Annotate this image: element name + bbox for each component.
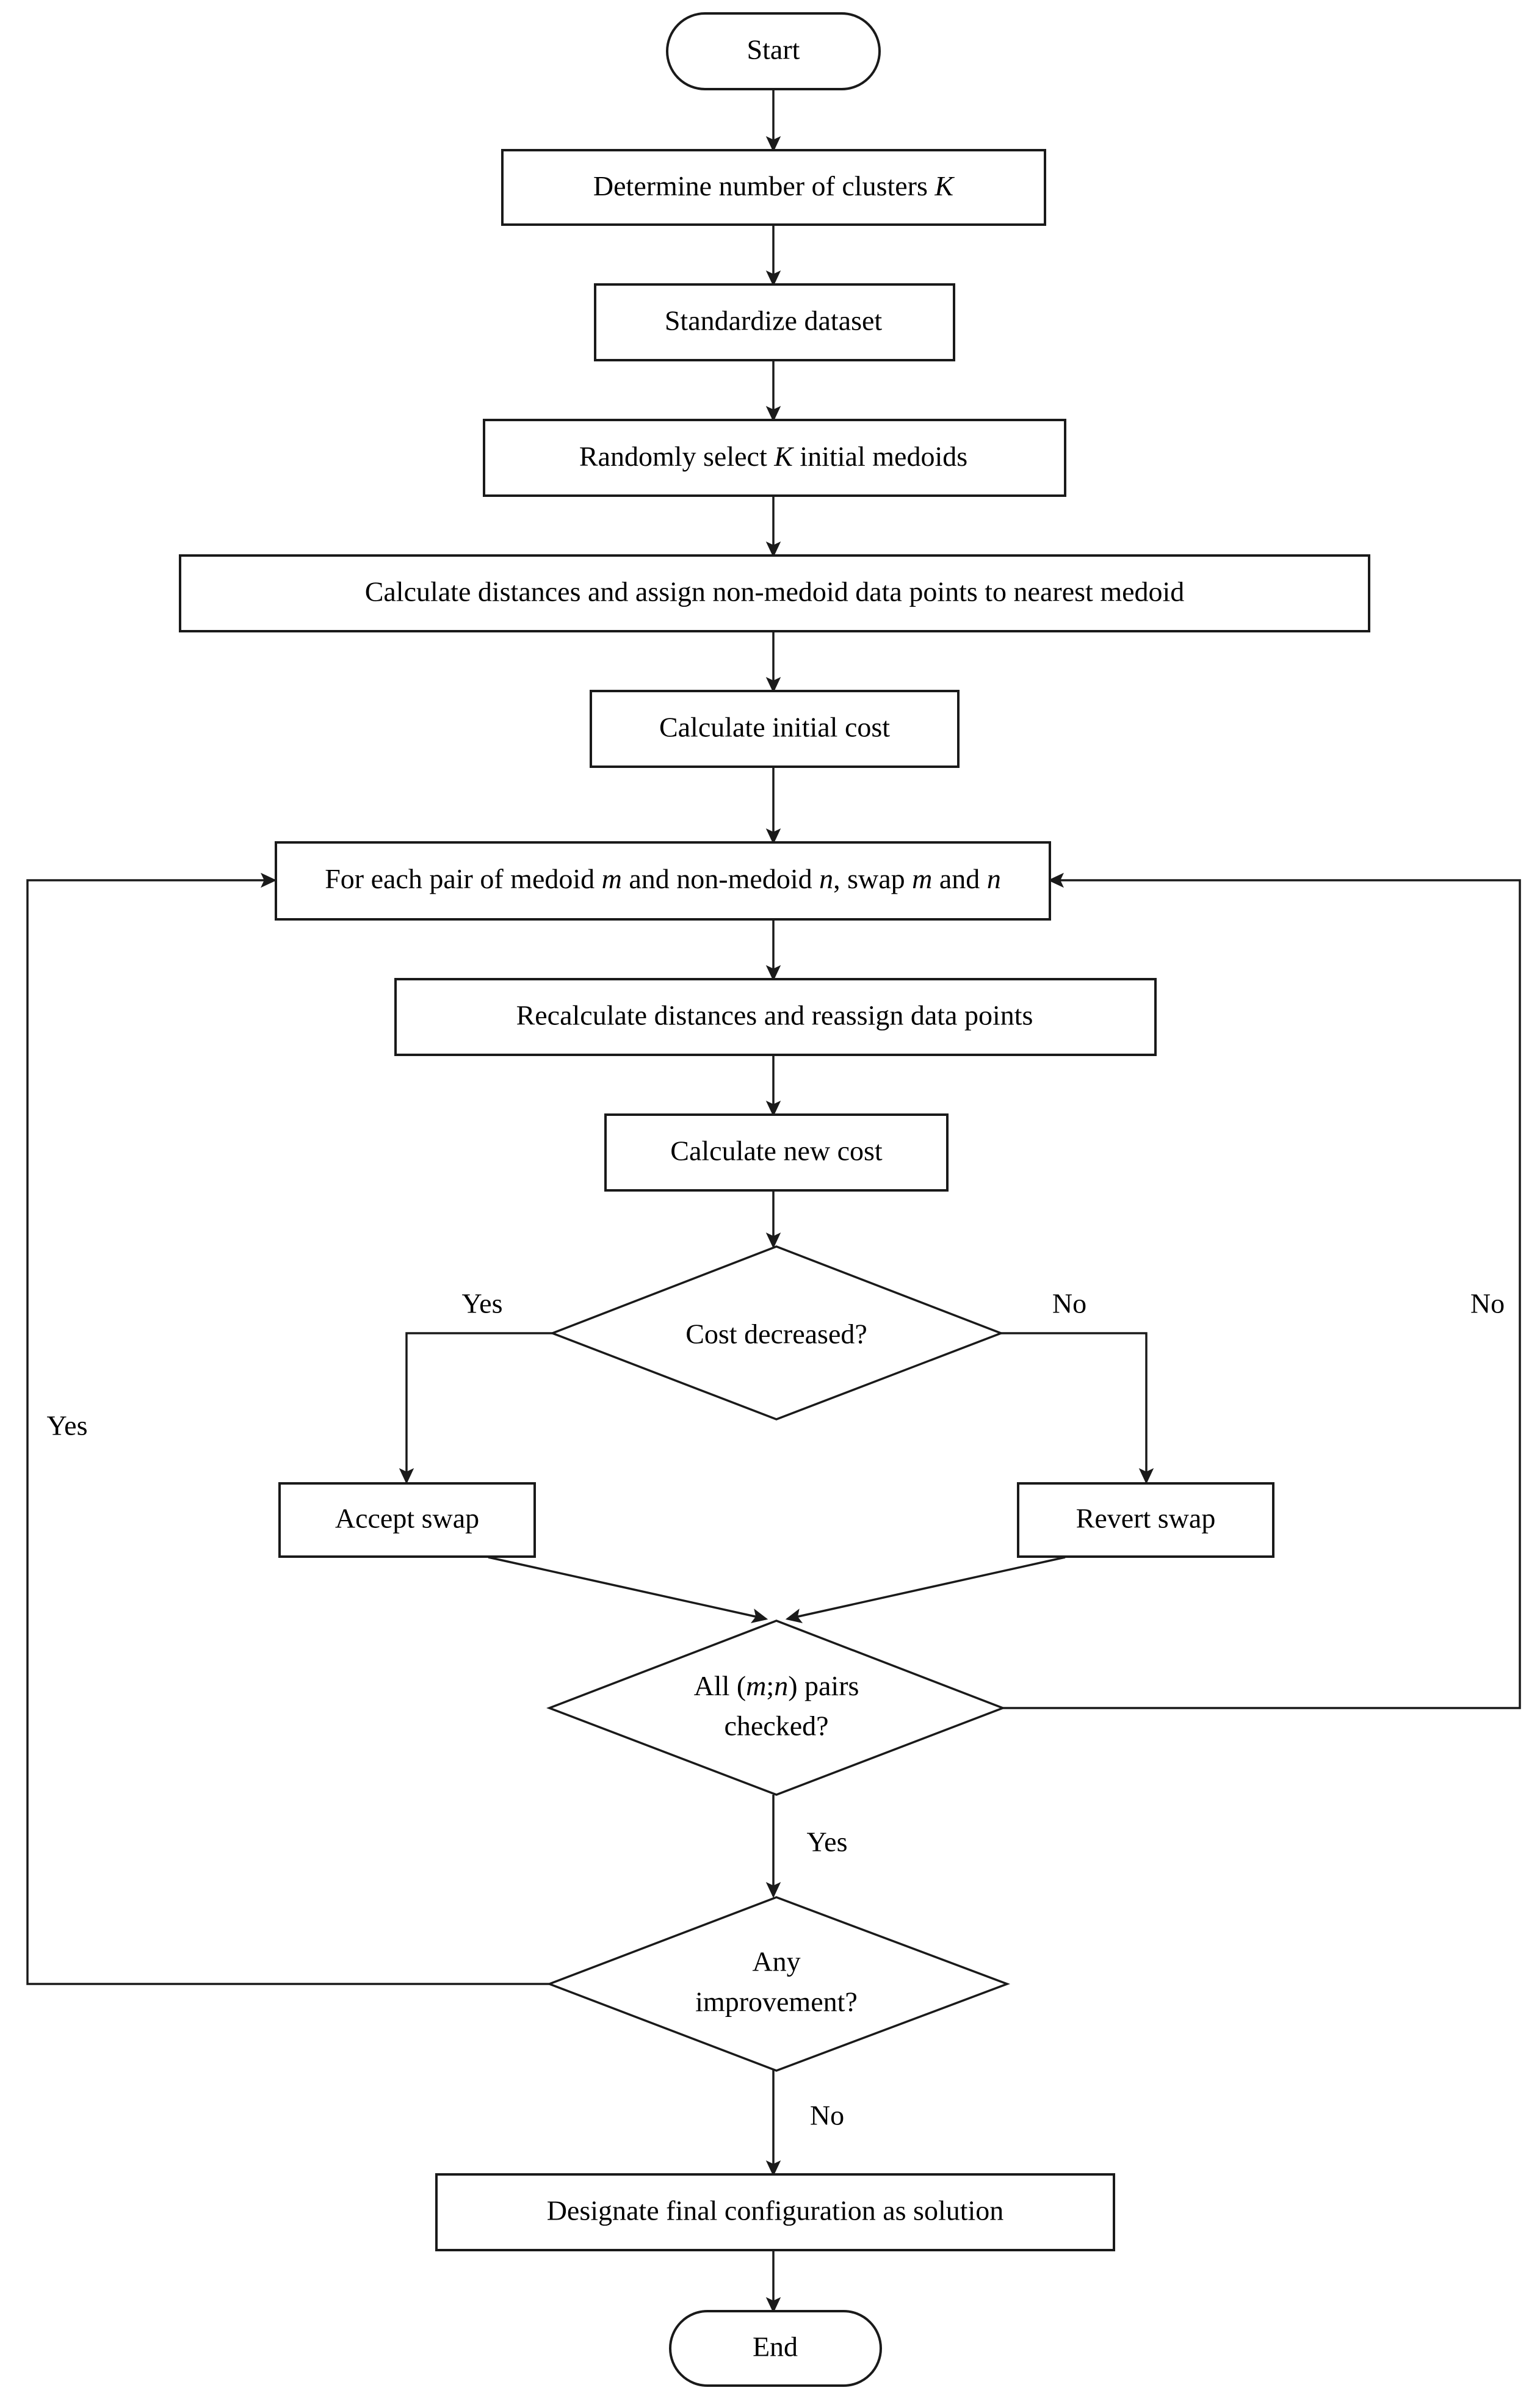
edge-any-improvement-yes-to-for-each xyxy=(26,872,549,1985)
node-for-each-pair[interactable]: For each pair of medoid m and non-medoid… xyxy=(275,841,1051,921)
start-shape xyxy=(666,12,881,90)
node-accept-swap[interactable]: Accept swap xyxy=(278,1482,536,1558)
all-pairs-checked-label-line1: All (m;n) pairs xyxy=(694,1670,859,1701)
node-designate-solution[interactable]: Designate final configuration as solutio… xyxy=(435,2173,1115,2251)
node-standardize[interactable]: Standardize dataset xyxy=(594,283,955,361)
edge-accept-swap-to-all-pairs xyxy=(488,1556,768,1623)
node-calc-initial-cost[interactable]: Calculate initial cost xyxy=(590,690,960,768)
accept-swap-shape xyxy=(278,1482,536,1558)
recalculate-label: Recalculate distances and reassign data … xyxy=(516,1000,1033,1031)
connectors xyxy=(26,89,1521,2314)
cost-decreased-shape xyxy=(549,1245,1004,1421)
calc-new-cost-shape xyxy=(604,1113,949,1192)
node-any-improvement[interactable]: Any improvement? xyxy=(546,1896,1010,2072)
determine-k-label: Determine number of clusters K xyxy=(593,170,955,201)
standardize-shape xyxy=(594,283,955,361)
any-improvement-label-line1: Any xyxy=(752,1946,800,1977)
node-calc-distances[interactable]: Calculate distances and assign non-medoi… xyxy=(179,554,1370,632)
recalculate-shape xyxy=(394,978,1157,1056)
end-label: End xyxy=(753,2331,798,2362)
designate-solution-shape xyxy=(435,2173,1115,2251)
edge-labels: Yes No No Yes Yes No xyxy=(47,1288,1505,2131)
revert-swap-shape xyxy=(1017,1482,1274,1558)
edge-all-pairs-no-to-for-each xyxy=(1003,872,1521,1709)
for-each-pair-shape xyxy=(275,841,1051,921)
select-medoids-label: Randomly select K initial medoids xyxy=(579,441,967,472)
edge-label-cost-decreased-no: No xyxy=(1052,1288,1086,1319)
all-pairs-checked-label-line2: checked? xyxy=(724,1710,828,1742)
accept-swap-label: Accept swap xyxy=(335,1503,479,1534)
revert-swap-label: Revert swap xyxy=(1076,1503,1216,1534)
edge-label-any-improvement-no: No xyxy=(810,2100,844,2131)
calc-distances-shape xyxy=(179,554,1370,632)
cost-decreased-label: Cost decreased? xyxy=(685,1319,867,1350)
start-label: Start xyxy=(747,34,800,65)
node-start[interactable]: Start xyxy=(666,12,881,90)
edge-label-all-pairs-yes: Yes xyxy=(807,1826,848,1858)
for-each-pair-label: For each pair of medoid m and non-medoid… xyxy=(325,863,1001,894)
edge-cost-decreased-yes-to-accept-swap xyxy=(399,1332,552,1485)
calc-distances-label: Calculate distances and assign non-medoi… xyxy=(365,576,1185,607)
determine-k-shape xyxy=(501,149,1046,226)
designate-solution-label: Designate final configuration as solutio… xyxy=(547,2195,1004,2226)
node-cost-decreased[interactable]: Cost decreased? xyxy=(549,1245,1004,1421)
edge-label-all-pairs-no: No xyxy=(1470,1288,1505,1319)
any-improvement-label-line2: improvement? xyxy=(695,1986,858,2018)
edge-label-any-improvement-yes: Yes xyxy=(47,1410,88,1441)
calc-new-cost-label: Calculate new cost xyxy=(670,1135,883,1167)
all-pairs-checked-shape xyxy=(546,1620,1006,1796)
end-shape xyxy=(669,2310,882,2387)
node-calc-new-cost[interactable]: Calculate new cost xyxy=(604,1113,949,1192)
node-recalculate[interactable]: Recalculate distances and reassign data … xyxy=(394,978,1157,1056)
node-all-pairs-checked[interactable]: All (m;n) pairs checked? xyxy=(546,1620,1006,1796)
edge-label-cost-decreased-yes: Yes xyxy=(462,1288,503,1319)
any-improvement-shape xyxy=(546,1896,1010,2072)
calc-initial-cost-shape xyxy=(590,690,960,768)
edge-cost-decreased-no-to-revert-swap xyxy=(1001,1332,1154,1485)
standardize-label: Standardize dataset xyxy=(665,305,883,336)
node-end[interactable]: End xyxy=(669,2310,882,2387)
node-select-medoids[interactable]: Randomly select K initial medoids xyxy=(483,419,1066,497)
calc-initial-cost-label: Calculate initial cost xyxy=(659,712,890,743)
select-medoids-shape xyxy=(483,419,1066,497)
node-determine-k[interactable]: Determine number of clusters K xyxy=(501,149,1046,226)
node-revert-swap[interactable]: Revert swap xyxy=(1017,1482,1274,1558)
edge-revert-swap-to-all-pairs xyxy=(785,1556,1066,1623)
